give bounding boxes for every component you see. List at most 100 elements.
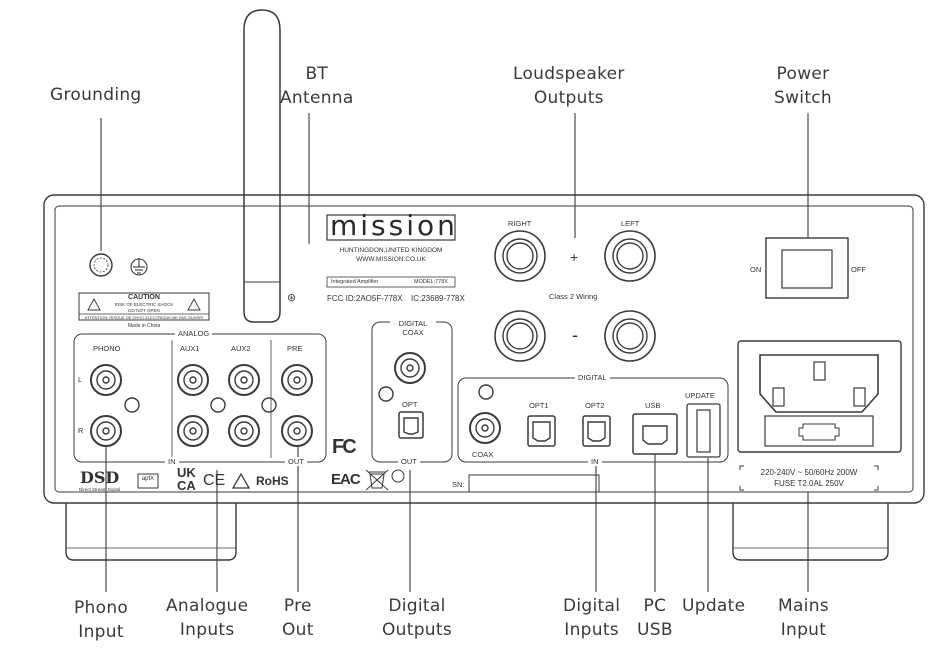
callout-grounding: Grounding <box>50 85 142 105</box>
power-off-label: OFF <box>851 265 866 274</box>
analog-in-label: IN <box>165 457 179 466</box>
phono-ground-post <box>124 397 140 413</box>
class2-wiring-label: Class 2 Wiring <box>549 292 598 301</box>
analog-label: ANALOG <box>175 329 213 338</box>
warning-exclamation-icon <box>187 298 201 311</box>
ul-mark-icon <box>391 469 405 483</box>
bt-antenna <box>243 9 281 323</box>
power-switch-rocker <box>781 249 833 289</box>
phono-label: PHONO <box>93 344 121 353</box>
weee-bin-icon <box>365 469 389 491</box>
aux2-l-jack <box>228 364 260 396</box>
caution-title: CAUTION <box>128 294 160 301</box>
iec-socket <box>759 354 879 413</box>
chassis-outer <box>43 194 925 504</box>
coax-output-jack <box>394 352 426 384</box>
usb-label: USB <box>645 401 661 410</box>
callout-leaders <box>100 113 809 592</box>
bluetooth-icon: ⊛ <box>287 291 296 304</box>
caution-line1: RISK OF ELECTRIC SHOCK <box>114 302 174 307</box>
power-switch-housing <box>765 237 849 299</box>
brand-logo: mission <box>330 209 458 242</box>
eac-mark: EAC <box>331 471 361 488</box>
model-plate <box>326 276 456 288</box>
grounding-terminal <box>89 253 113 277</box>
speaker-left-label: LEFT <box>621 219 640 228</box>
opt2-port <box>582 415 611 447</box>
update-usb-port <box>686 403 721 458</box>
ce-mark: CE <box>203 472 226 489</box>
foot-right <box>732 503 889 561</box>
phono-l-jack <box>90 364 122 396</box>
caution-label <box>78 292 210 321</box>
aux1-label: AUX1 <box>180 344 200 353</box>
coax-in-label: COAX <box>472 450 494 459</box>
speaker-left-positive <box>604 230 656 282</box>
brand-logo-box <box>326 214 456 241</box>
address-line1: HUNTINGDON,UNITED KINGDOM <box>339 247 443 254</box>
opt1-label: OPT1 <box>529 401 549 410</box>
opt1-port <box>527 415 556 447</box>
opt2-label: OPT2 <box>585 401 605 410</box>
mains-spec-fuse: FUSE T2.0AL 250V <box>774 479 844 488</box>
rcm-mark-icon <box>231 472 251 489</box>
speaker-minus-label: - <box>572 325 578 345</box>
address-line2: WWW.MISSION.CO.UK <box>356 256 426 263</box>
callout-update: Update <box>682 596 746 616</box>
analog-out-label: OUT <box>285 457 307 466</box>
serial-number-box <box>468 474 600 493</box>
fcc-id: FCC ID:2AO5F-778X <box>327 294 403 303</box>
product-name: Integrated Amplifier <box>331 279 379 285</box>
digital-out-out-label: OUT <box>398 457 420 466</box>
speaker-plus-label: + <box>570 249 579 265</box>
ic-id: IC:23689-778X <box>411 294 465 303</box>
opt-out-label: OPT <box>402 400 418 409</box>
aptx-logo: aptX <box>141 476 155 482</box>
aux2-label: AUX2 <box>231 344 251 353</box>
digital-in-label: DIGITAL <box>575 373 610 382</box>
pc-usb-port <box>632 413 678 455</box>
caution-line3: ATTENTION: RISQUE DE CHOC ELECTRIQUE-NE … <box>84 315 204 320</box>
aux2-r-jack <box>228 415 260 447</box>
serial-number-label: SN: <box>452 480 465 489</box>
fcc-logo: FC <box>332 436 357 458</box>
ground-symbol-icon <box>130 258 148 276</box>
warning-shock-icon <box>87 298 101 311</box>
coax-input-jack <box>469 412 501 444</box>
aux1-l-jack <box>177 364 209 396</box>
speaker-right-positive <box>494 230 546 282</box>
aptx-badge-icon <box>137 473 159 489</box>
rohs-mark: RoHS <box>256 474 289 488</box>
mains-spec-voltage: 220-240V ~ 50/60Hz 200W <box>760 468 858 477</box>
speaker-right-label: RIGHT <box>508 219 532 228</box>
speaker-right-negative <box>494 310 546 362</box>
pre-l-jack <box>281 364 313 396</box>
dsd-subtitle: Direct Stream Digital <box>79 487 121 492</box>
foot-left <box>65 503 237 561</box>
dsd-logo: DSD <box>80 468 120 487</box>
caution-line2: DO NOT OPEN <box>128 308 160 313</box>
model-number: MODEL:778X <box>414 279 448 285</box>
ukca-mark-top: UK <box>177 465 196 480</box>
channel-l-label: L <box>78 375 83 384</box>
channel-r-label: R <box>78 426 84 435</box>
aux1-r-jack <box>177 415 209 447</box>
pre-label: PRE <box>287 344 303 353</box>
mains-iec-housing <box>737 340 902 453</box>
fuse-holder <box>764 415 874 447</box>
digital-in-in-label: IN <box>588 457 602 466</box>
phono-r-jack <box>90 415 122 447</box>
made-in-china: Made in China <box>127 323 161 329</box>
ukca-mark-bottom: CA <box>177 478 196 493</box>
pre-r-jack <box>281 415 313 447</box>
